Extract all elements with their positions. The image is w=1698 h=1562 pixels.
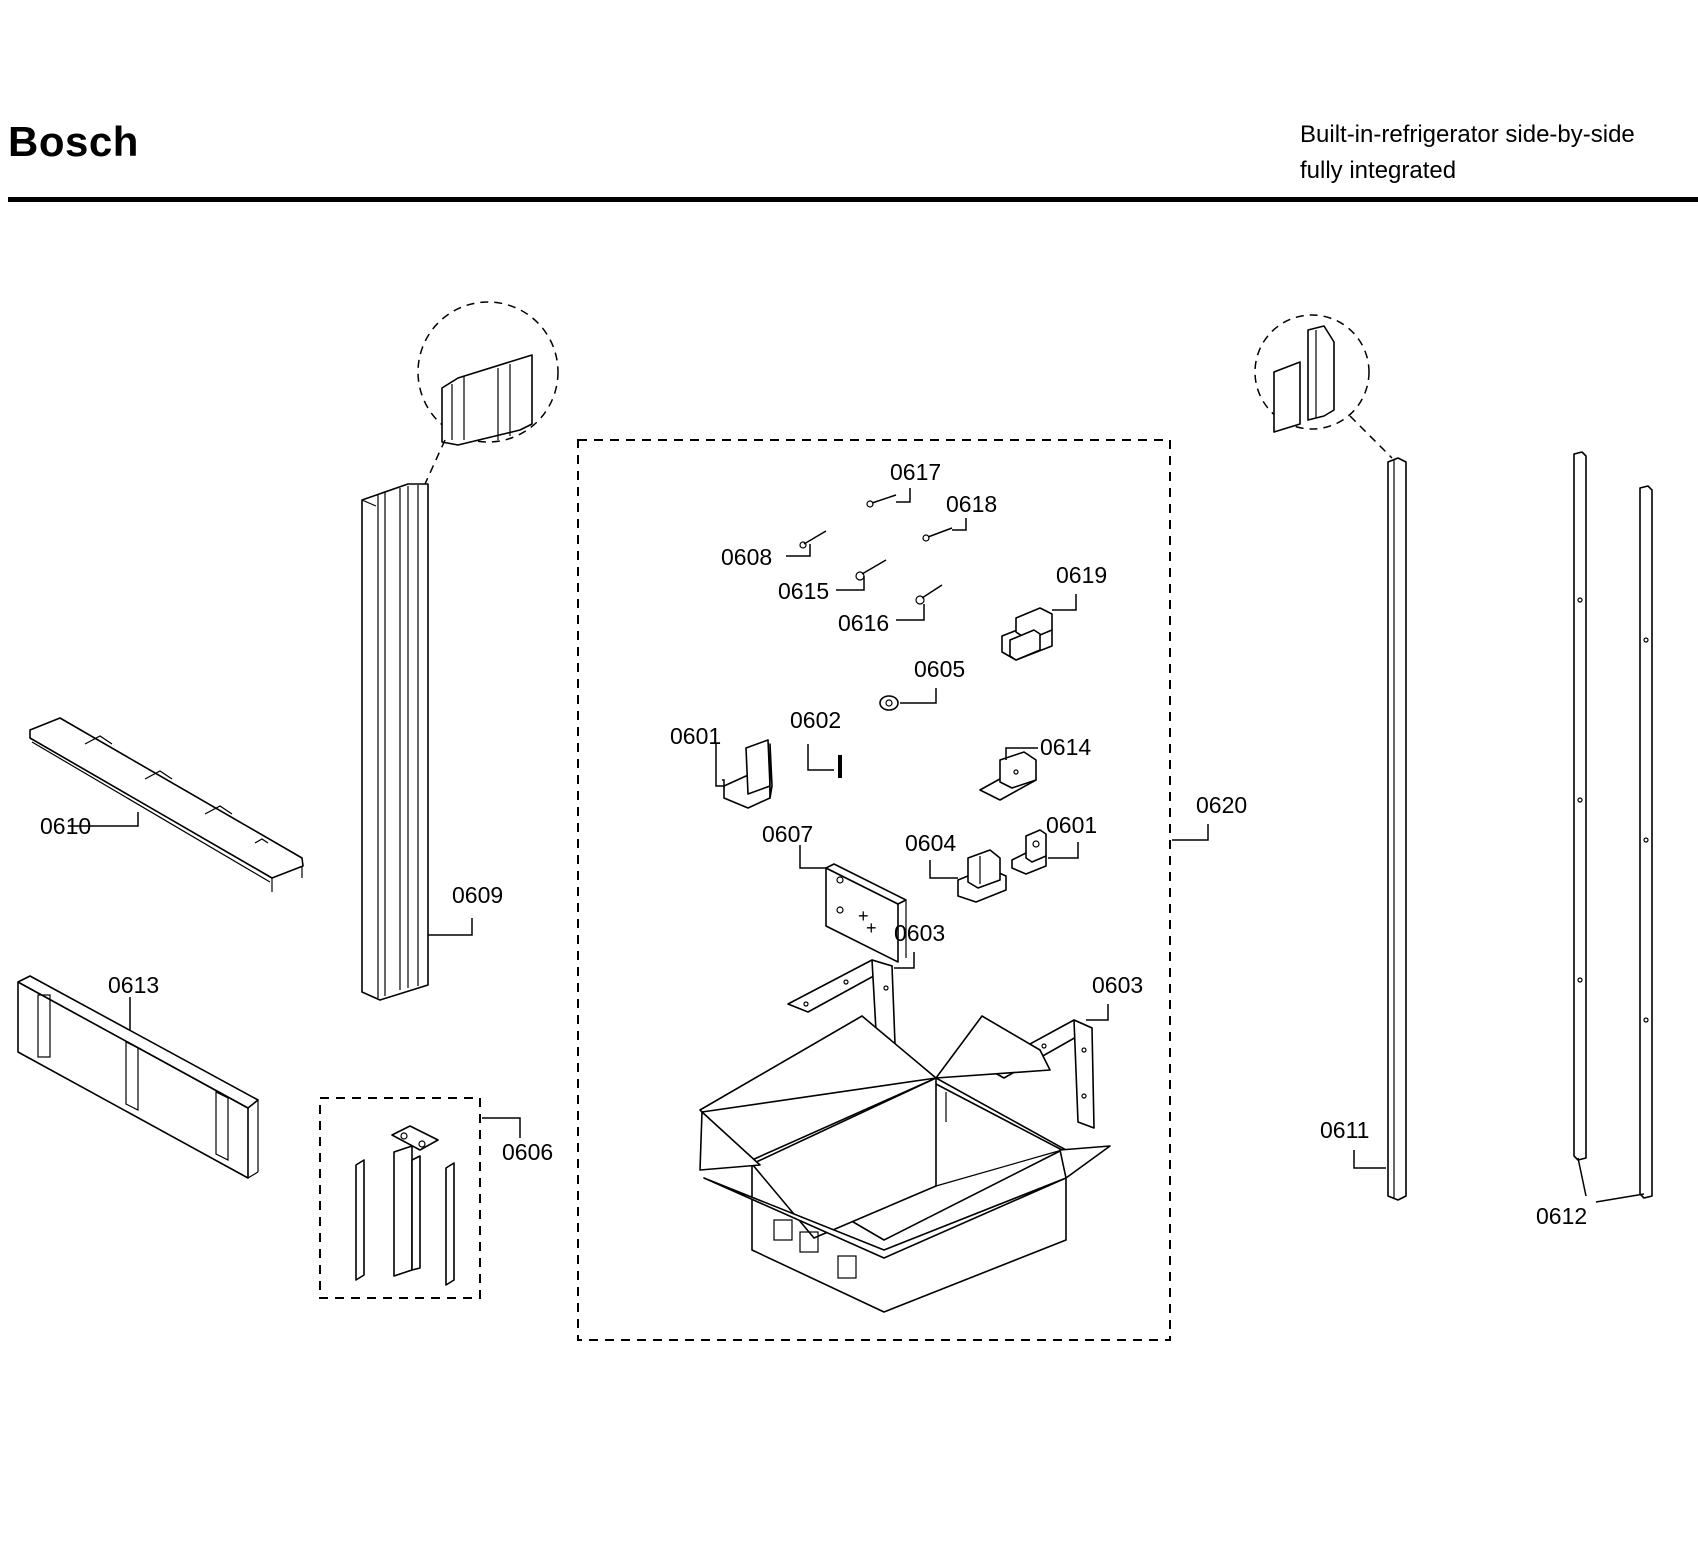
svg-text:+: + bbox=[858, 906, 869, 926]
part-0612-strips bbox=[1573, 451, 1653, 1199]
label-0610: 0610 bbox=[40, 813, 91, 839]
part-0609-profile bbox=[361, 483, 429, 1001]
label-0604: 0604 bbox=[905, 830, 956, 856]
part-0617-screw bbox=[866, 494, 897, 508]
part-0614-plate bbox=[979, 751, 1037, 801]
part-0619-bracket bbox=[1001, 607, 1053, 661]
label-0618: 0618 bbox=[946, 491, 997, 517]
model-description-line1: Built-in-refrigerator side-by-side bbox=[1300, 121, 1635, 148]
part-0608-screw bbox=[799, 530, 827, 549]
part-0606-hinge-kit bbox=[355, 1125, 455, 1286]
part-0601-bracket-left bbox=[723, 739, 773, 809]
label-0609: 0609 bbox=[452, 882, 503, 908]
label-0612: 0612 bbox=[1536, 1203, 1587, 1229]
header-rule bbox=[8, 197, 1698, 202]
part-0607-plate: + + bbox=[825, 863, 907, 963]
model-description-line2: fully integrated bbox=[1300, 157, 1457, 184]
part-0601-bracket-right bbox=[1011, 829, 1047, 875]
part-0616-screw bbox=[915, 584, 943, 605]
label-0601a: 0601 bbox=[670, 723, 721, 749]
label-0616: 0616 bbox=[838, 610, 889, 636]
label-0613: 0613 bbox=[108, 972, 159, 998]
part-0604-clip bbox=[957, 849, 1007, 903]
brand-title: Bosch bbox=[8, 118, 139, 165]
label-0608: 0608 bbox=[721, 544, 772, 570]
label-0606: 0606 bbox=[502, 1139, 553, 1165]
part-0610-rail bbox=[29, 717, 304, 892]
label-0617: 0617 bbox=[890, 459, 941, 485]
label-0614: 0614 bbox=[1040, 734, 1091, 760]
part-packaging-box bbox=[699, 1015, 1111, 1313]
svg-text:+: + bbox=[866, 918, 877, 938]
part-0613-panel bbox=[17, 975, 259, 1179]
label-0601b: 0601 bbox=[1046, 812, 1097, 838]
part-0618-screw bbox=[922, 527, 953, 542]
label-0605: 0605 bbox=[914, 656, 965, 682]
detail-0611-strip-end bbox=[1273, 325, 1335, 433]
label-0603b: 0603 bbox=[1092, 972, 1143, 998]
label-0603a: 0603 bbox=[894, 920, 945, 946]
label-0611: 0611 bbox=[1320, 1117, 1369, 1143]
part-0605-nut bbox=[879, 695, 899, 711]
label-0602: 0602 bbox=[790, 707, 841, 733]
label-0619: 0619 bbox=[1056, 562, 1107, 588]
label-0607: 0607 bbox=[762, 821, 813, 847]
part-0615-screw bbox=[855, 559, 887, 581]
detail-0609-profile-end bbox=[441, 354, 533, 446]
label-0620: 0620 bbox=[1196, 792, 1247, 818]
label-0615: 0615 bbox=[778, 578, 829, 604]
part-0611-strip bbox=[1387, 457, 1407, 1201]
